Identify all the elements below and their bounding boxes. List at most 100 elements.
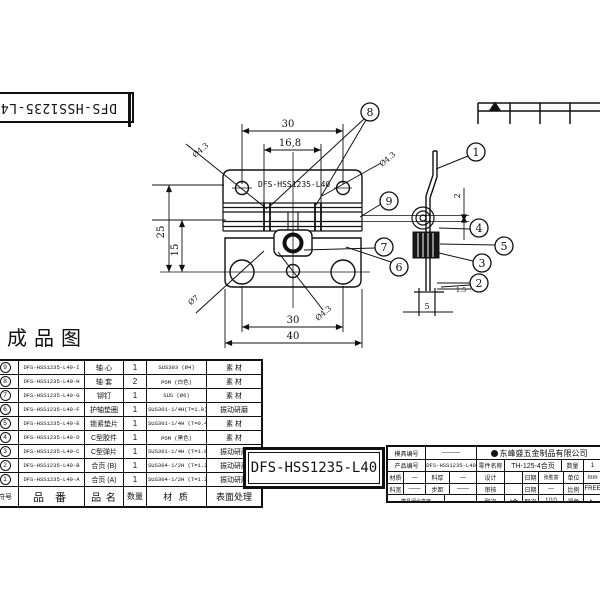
projection-label: 视角 — [564, 495, 584, 501]
fold-mark — [128, 92, 131, 127]
dim-side-plate-t: 1.5 — [456, 286, 466, 294]
svg-text:5: 5 — [501, 240, 508, 253]
projection-symbol-icon: ◣ — [584, 495, 600, 502]
table-row: 2 DFS-HSS1235-L40-B 合页 (B) 1 SUS304-1/2H… — [0, 458, 263, 473]
svg-text:6: 6 — [396, 261, 403, 274]
product-number-value: DFS-HSS1235-L40 — [426, 460, 477, 471]
table-row: 5 DFS-HSS1235-L40-E 锁紧垫片 1 SUS301-1/4H (… — [0, 416, 263, 431]
balloon-ref: 5 — [0, 418, 11, 429]
lower-plate — [224, 237, 362, 288]
part-number-box: DFS-HSS1235-L40 — [243, 447, 385, 489]
shot-label: 取次 — [523, 495, 539, 501]
bent-arm — [425, 150, 438, 199]
balloon-6: 6 — [389, 257, 409, 277]
date2-value: — — [539, 484, 564, 494]
folded-sheet-title: DFS-HSS1235-L40 — [0, 100, 117, 115]
folded-sheet-title-box: DFS-HSS1235-L40 — [0, 92, 134, 123]
strip-width-label: 料宽 — [388, 484, 404, 494]
company-name: 东峰盛五金制品有限公司 — [477, 447, 600, 459]
dimensions: 30 16,8 25 15 30 40 2 — [152, 119, 471, 348]
scale-label: 比例 — [564, 484, 584, 494]
title-block-row: 产品编号 DFS-HSS1235-L40 零件名称 TH-125-4合页 数量 … — [388, 460, 600, 472]
material-value: — — [404, 472, 426, 483]
title-block-row: 模具编号 ——— 东峰盛五金制品有限公司 — [388, 447, 600, 460]
company-logo-icon — [490, 449, 498, 457]
shaft-sleeves — [263, 203, 322, 231]
designer-value — [505, 472, 523, 483]
balloon-ref: 2 — [0, 460, 11, 471]
dia-top-right: Ø4.3 — [378, 150, 398, 169]
balloon-ref: 4 — [0, 432, 11, 443]
part-name-label: 零件名称 — [477, 460, 505, 471]
revision-triangle-icon — [489, 101, 501, 111]
table-row: 9 DFS-HSS1235-L40-I 轴·心 1 SUS303 (Ø4) 素 … — [0, 359, 263, 375]
title-block-row: 料宽 —— 步距 —— 审核 日期 — 比例 FREE — [388, 484, 600, 495]
bom-header-row: 符号 品 番 品 名 数量 材 质 表面处理 — [0, 486, 263, 508]
dim-side-offset: 5 — [424, 302, 429, 311]
dim-hole-span: 30 — [287, 315, 300, 326]
shot-value: 1/10 — [539, 495, 564, 501]
balloon-5: 5 — [494, 236, 514, 256]
dia-center-hole: Ø4.3 — [314, 304, 334, 323]
checker-value — [505, 484, 523, 494]
balloon-1: 1 — [466, 142, 486, 162]
mold-height-value — [445, 495, 477, 501]
dim-top-width: 30 — [282, 119, 295, 130]
table-row: 7 DFS-HSS1235-L40-G 铆钉 1 SUS (Ø6) 素 材 — [0, 388, 263, 403]
unit-value: mm — [584, 472, 600, 483]
view-label: 成品图 — [7, 328, 88, 350]
quantity-label: 数量 — [562, 460, 584, 471]
pitch-value: —— — [450, 484, 477, 494]
stack-section — [412, 231, 440, 259]
thickness-value: — — [450, 472, 477, 483]
part-number: DFS-HSS1235-L40 — [248, 452, 380, 484]
knuckle-barrel — [222, 202, 363, 232]
balloon-9: 9 — [379, 191, 399, 211]
checker-label: 审核 — [477, 484, 505, 494]
balloon-8: 8 — [360, 102, 380, 122]
svg-text:9: 9 — [386, 195, 393, 208]
cavity-value: 4合 — [505, 495, 523, 501]
svg-text:1: 1 — [473, 146, 480, 159]
balloon-leaders — [267, 118, 496, 288]
part-name-value: TH-125-4合页 — [505, 460, 562, 471]
dim-side-gap: 2 — [453, 193, 462, 198]
dia-big-hole: Ø7 — [186, 293, 200, 307]
table-row: 1 DFS-HSS1235-L40-A 合页 (A) 1 SUS304-1/2H… — [0, 472, 263, 487]
balloon-ref: 8 — [0, 376, 11, 387]
balloon-3: 3 — [472, 253, 492, 273]
dim-height-15: 15 — [170, 244, 181, 257]
mold-number-label: 模具编号 — [388, 447, 426, 459]
mold-height-label: 模具闭合高度 — [388, 495, 445, 501]
title-block-row: 模具闭合高度 型次 4合 取次 1/10 视角 ◣ — [388, 495, 600, 502]
revision-strip — [477, 101, 600, 124]
balloon-7: 7 — [374, 237, 394, 257]
front-view — [160, 152, 370, 308]
quantity-value: 1 — [584, 460, 600, 471]
table-row: 8 DFS-HSS1235-L40-H 轴·套 2 POM (白色) 素 材 — [0, 374, 263, 389]
dim-sleeve-span: 16,8 — [279, 138, 301, 149]
balloon-4: 4 — [469, 218, 489, 238]
knuckle-ring — [411, 206, 435, 230]
table-row: 6 DFS-HSS1235-L40-F 护轴垫圈 1 SUS301-1/4H(T… — [0, 402, 263, 417]
dim-total-width: 40 — [287, 331, 300, 342]
side-view — [362, 150, 469, 316]
title-block-row: 材质 — 料厚 — 设计 日期 张胜富 单位 mm — [388, 472, 600, 484]
date-label: 日期 — [523, 472, 539, 483]
balloons: 8 9 7 6 1 4 5 3 2 — [360, 102, 514, 293]
dim-height-25: 25 — [156, 226, 167, 239]
watermark: DFS-HSS1235-L40 — [258, 180, 330, 189]
balloon-ref: 7 — [0, 390, 11, 401]
svg-text:4: 4 — [476, 222, 483, 235]
balloon-ref: 6 — [0, 404, 11, 415]
svg-text:7: 7 — [381, 241, 388, 254]
scale-value: FREE — [584, 486, 600, 492]
centerlines — [160, 152, 370, 308]
balloon-ref: 1 — [0, 474, 11, 485]
table-row: 4 DFS-HSS1235-L40-D C型胶件 1 POM (黑色) 素 材 — [0, 430, 263, 445]
unit-label: 单位 — [564, 472, 584, 483]
side-bottom — [414, 288, 444, 316]
thickness-label: 料厚 — [426, 472, 450, 483]
